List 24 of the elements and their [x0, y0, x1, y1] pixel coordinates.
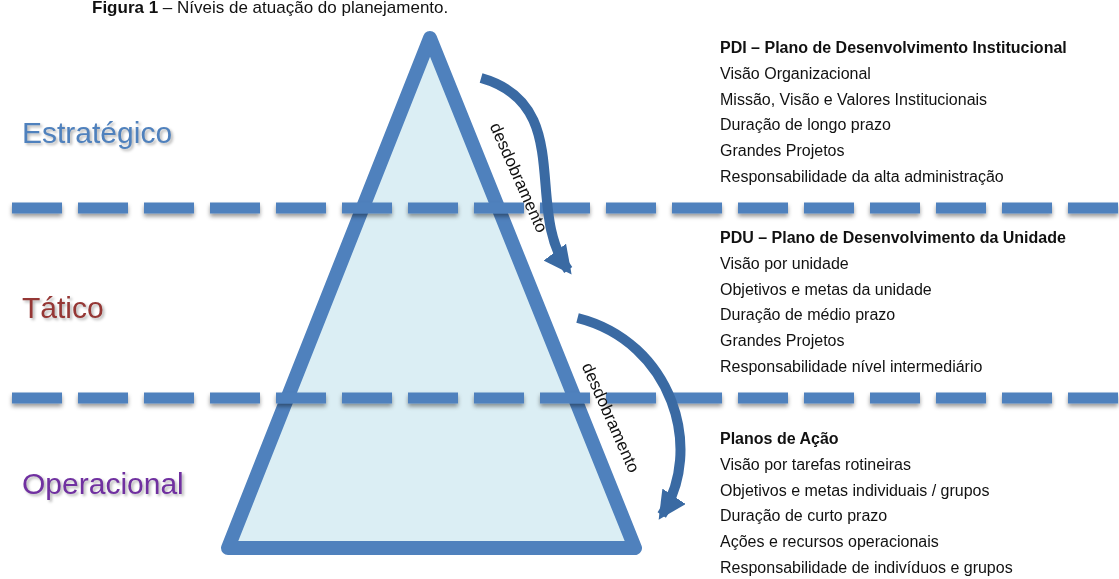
level-name: Estratégico: [22, 115, 173, 151]
plan-heading: PDU – Plano de Desenvolvimento da Unidade: [720, 228, 1066, 248]
plan-item: Visão por unidade: [720, 253, 849, 274]
plan-item: Responsabilidade de indivíduos e grupos: [720, 558, 1013, 578]
level-name: Tático: [22, 290, 104, 326]
plan-item: Responsabilidade da alta administração: [720, 167, 1004, 187]
plan-heading: PDI – Plano de Desenvolvimento Institucional: [720, 38, 1067, 58]
plan-item: Duração de médio prazo: [720, 305, 896, 326]
plan-item: Missão, Visão e Valores Institucionais: [720, 89, 988, 110]
level-name: Operacional: [22, 466, 184, 502]
plan-item: Ações e recursos operacionais: [720, 532, 939, 553]
curved-arrow: [575, 313, 686, 520]
curved-arrow: [479, 73, 573, 275]
plan-item: Objetivos e metas da unidade: [720, 279, 932, 300]
plan-item: Visão por tarefas rotineiras: [720, 454, 911, 475]
plan-item: Duração de longo prazo: [720, 115, 891, 136]
plan-item: Grandes Projetos: [720, 141, 845, 162]
plan-item: Duração de curto prazo: [720, 506, 888, 527]
plan-heading: Planos de Ação: [720, 429, 839, 449]
figure-title: Figura 1 – Níveis de atuação do planejamento.: [92, 0, 449, 18]
plan-item: Objetivos e metas individuais / grupos: [720, 480, 990, 501]
plan-item: Visão Organizacional: [720, 63, 871, 84]
plan-item: Responsabilidade nível intermediário: [720, 357, 983, 377]
plan-item: Grandes Projetos: [720, 331, 845, 352]
